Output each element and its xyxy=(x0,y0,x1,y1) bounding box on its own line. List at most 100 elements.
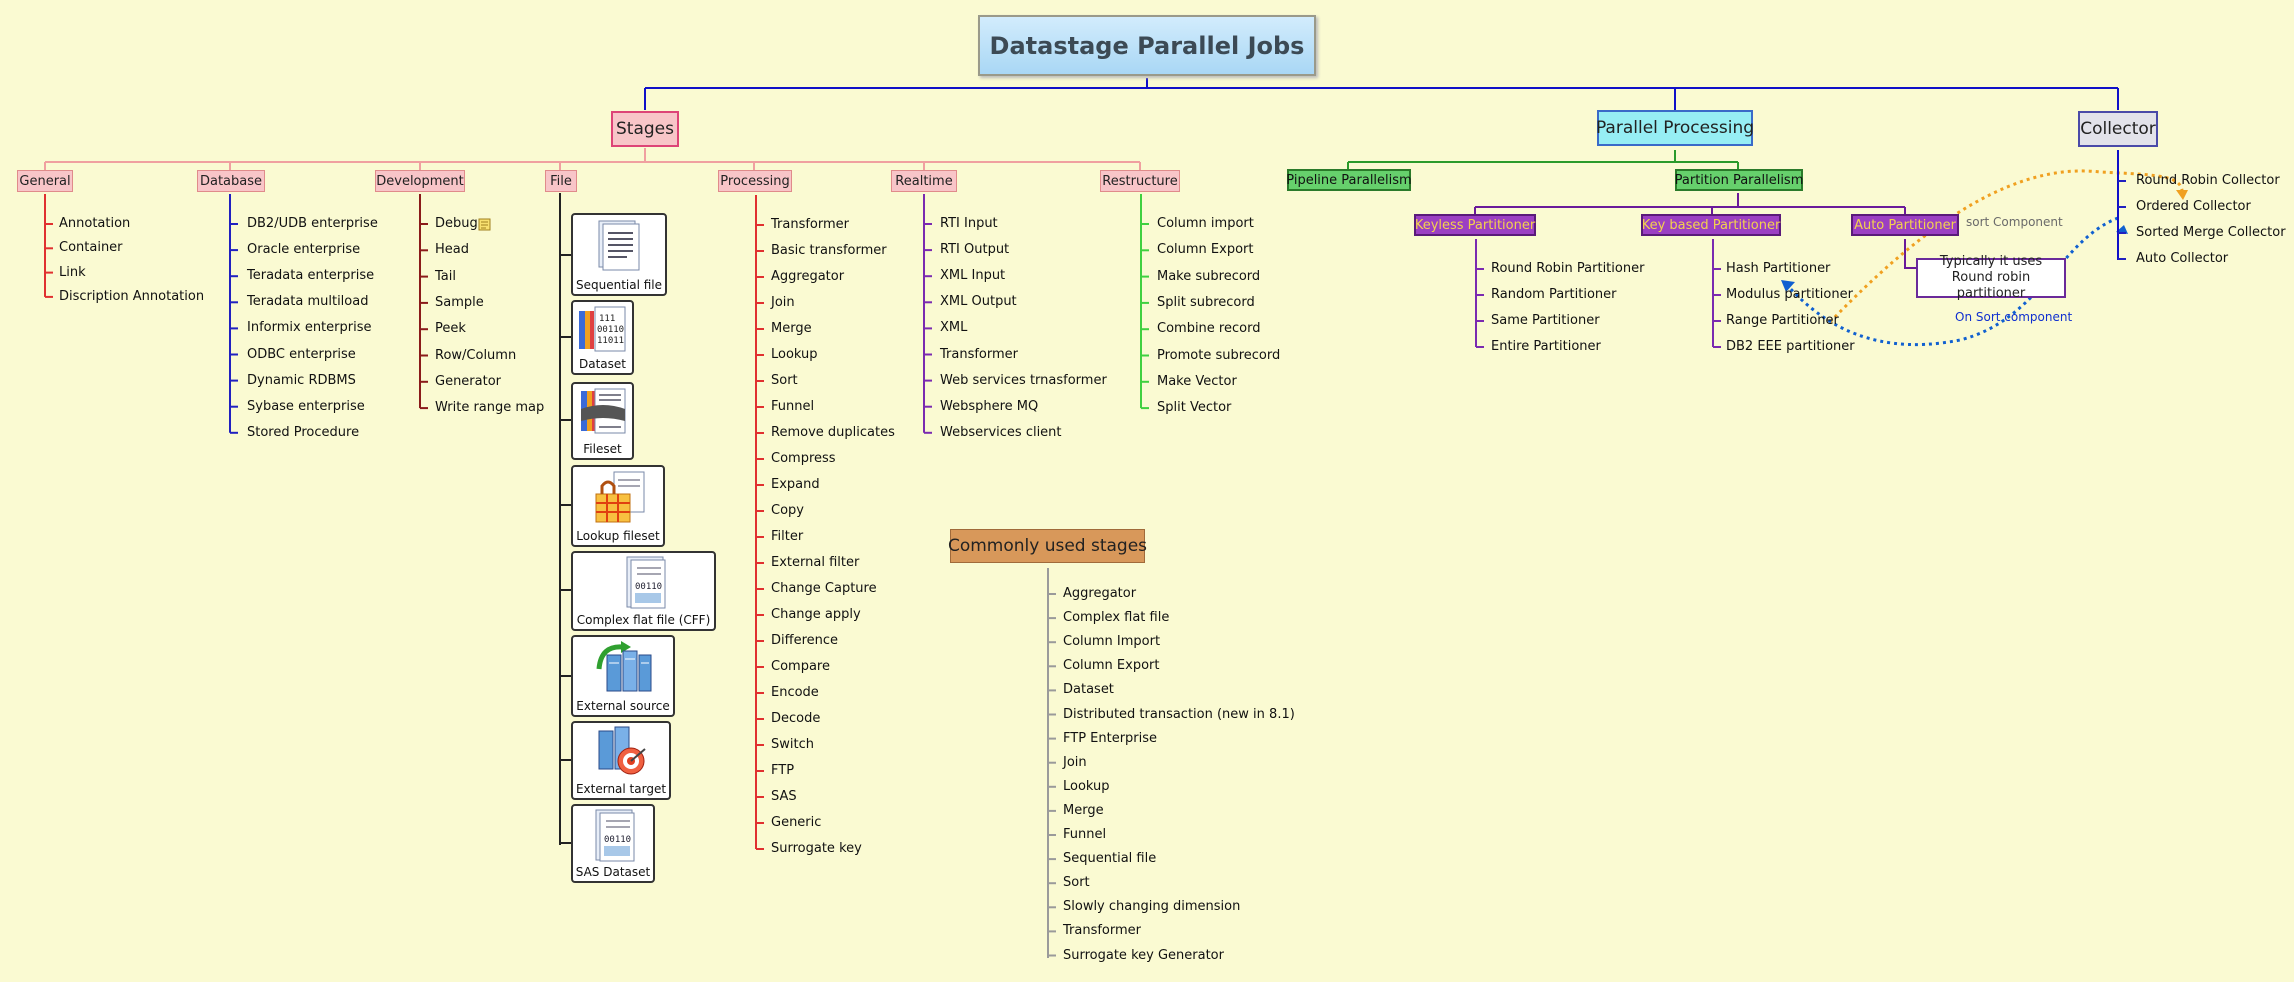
stages-node[interactable]: Stages xyxy=(611,111,679,147)
processing-item[interactable]: Funnel xyxy=(771,399,815,414)
category-database[interactable]: Database xyxy=(197,170,265,192)
database-item[interactable]: Stored Procedure xyxy=(247,424,360,440)
processing-item[interactable]: SAS xyxy=(771,789,797,804)
realtime-item[interactable]: XML Output xyxy=(940,294,1017,310)
file-tile-dataset[interactable]: 111 00110 11011 Dataset xyxy=(571,300,634,375)
common-item[interactable]: Slowly changing dimension xyxy=(1063,899,1241,915)
development-item[interactable]: Row/Column xyxy=(435,347,517,363)
category-file[interactable]: File xyxy=(545,170,577,192)
file-tile-cff[interactable]: 00110 Complex flat file (CFF) xyxy=(571,551,716,631)
realtime-item[interactable]: Web services trnasformer xyxy=(940,372,1107,388)
realtime-item[interactable]: RTI Output xyxy=(940,242,1010,258)
file-tile-lookup-fileset[interactable]: Lookup fileset xyxy=(571,465,665,547)
development-item[interactable]: Peek xyxy=(435,321,466,337)
keyless-partitioner-node[interactable]: Keyless Partitioner xyxy=(1414,214,1536,236)
processing-item[interactable]: Copy xyxy=(771,503,804,518)
common-item[interactable]: Column Import xyxy=(1063,634,1161,650)
common-item[interactable]: Transformer xyxy=(1063,923,1142,939)
processing-item[interactable]: Surrogate key xyxy=(771,841,862,856)
realtime-item[interactable]: XML Input xyxy=(940,268,1006,284)
commonly-used-node[interactable]: Commonly used stages xyxy=(948,529,1147,563)
processing-item[interactable]: Aggregator xyxy=(771,269,845,284)
development-item[interactable]: Write range map xyxy=(435,400,545,416)
restructure-item[interactable]: Split subrecord xyxy=(1157,294,1255,310)
keybased-item[interactable]: Hash Partitioner xyxy=(1726,261,1831,276)
processing-item[interactable]: Compress xyxy=(771,451,836,466)
keybased-partitioner-node[interactable]: Key based Partitioner xyxy=(1641,214,1781,236)
database-item[interactable]: ODBC enterprise xyxy=(247,346,356,362)
collector-item[interactable]: Round Robin Collector xyxy=(2136,173,2280,188)
restructure-item[interactable]: Column import xyxy=(1157,216,1254,231)
database-item[interactable]: Teradata enterprise xyxy=(247,268,375,284)
common-item[interactable]: Distributed transaction (new in 8.1) xyxy=(1063,706,1295,722)
keybased-item[interactable]: Modulus partitioner xyxy=(1726,287,1853,302)
realtime-item[interactable]: Websphere MQ xyxy=(940,398,1039,414)
processing-item[interactable]: Change Capture xyxy=(771,581,877,596)
processing-item[interactable]: External filter xyxy=(771,555,860,570)
processing-item[interactable]: Decode xyxy=(771,711,821,726)
file-tile-external-source[interactable]: External source xyxy=(571,635,675,717)
collector-item[interactable]: Ordered Collector xyxy=(2136,199,2251,214)
processing-item[interactable]: Switch xyxy=(771,737,814,752)
common-item[interactable]: Surrogate key Generator xyxy=(1063,947,1224,963)
general-item[interactable]: Container xyxy=(59,240,123,256)
file-tile-sequential[interactable]: Sequential file xyxy=(571,213,667,296)
processing-item[interactable]: Encode xyxy=(771,685,819,700)
common-item[interactable]: FTP Enterprise xyxy=(1063,730,1158,746)
common-item[interactable]: Lookup xyxy=(1063,778,1110,794)
restructure-item[interactable]: Combine record xyxy=(1157,321,1261,337)
collector-node[interactable]: Collector xyxy=(2078,111,2158,147)
common-item[interactable]: Merge xyxy=(1063,802,1104,818)
processing-item[interactable]: Lookup xyxy=(771,347,818,362)
common-item[interactable]: Sort xyxy=(1063,875,1090,891)
file-tile-sas-dataset[interactable]: 00110 SAS Dataset xyxy=(571,804,655,883)
realtime-item[interactable]: RTI Input xyxy=(940,216,998,231)
common-item[interactable]: Aggregator xyxy=(1063,586,1137,601)
general-item[interactable]: Link xyxy=(59,264,86,280)
category-processing[interactable]: Processing xyxy=(718,170,792,192)
keybased-item[interactable]: DB2 EEE partitioner xyxy=(1726,339,1855,354)
realtime-item[interactable]: XML xyxy=(940,320,968,336)
database-item[interactable]: Sybase enterprise xyxy=(247,398,365,414)
collector-item[interactable]: Sorted Merge Collector xyxy=(2136,225,2286,240)
keyless-item[interactable]: Random Partitioner xyxy=(1491,287,1617,302)
restructure-item[interactable]: Make subrecord xyxy=(1157,268,1261,284)
restructure-item[interactable]: Split Vector xyxy=(1157,400,1232,416)
processing-item[interactable]: Join xyxy=(771,295,795,310)
category-restructure[interactable]: Restructure xyxy=(1100,170,1180,192)
keyless-item[interactable]: Round Robin Partitioner xyxy=(1491,261,1645,276)
common-item[interactable]: Join xyxy=(1063,754,1087,770)
database-item[interactable]: Oracle enterprise xyxy=(247,242,361,258)
database-item[interactable]: Dynamic RDBMS xyxy=(247,372,356,388)
common-item[interactable]: Dataset xyxy=(1063,682,1114,698)
restructure-item[interactable]: Column Export xyxy=(1157,242,1254,258)
common-item[interactable]: Complex flat file xyxy=(1063,610,1170,626)
development-item[interactable]: Debug xyxy=(435,216,478,231)
development-item[interactable]: Generator xyxy=(435,373,502,389)
root-node[interactable]: Datastage Parallel Jobs xyxy=(978,15,1316,76)
database-item[interactable]: Informix enterprise xyxy=(247,320,372,336)
development-item[interactable]: Head xyxy=(435,242,469,258)
processing-item[interactable]: FTP xyxy=(771,763,795,778)
category-general[interactable]: General xyxy=(17,170,73,192)
processing-item[interactable]: Sort xyxy=(771,373,798,388)
restructure-item[interactable]: Promote subrecord xyxy=(1157,347,1281,363)
partition-parallelism-node[interactable]: Partition Parallelism xyxy=(1675,169,1803,191)
auto-partitioner-node[interactable]: Auto Partitioner xyxy=(1851,214,1959,236)
general-item[interactable]: Annotation xyxy=(59,216,131,231)
pipeline-parallelism-node[interactable]: Pipeline Parallelism xyxy=(1286,169,1412,191)
keyless-item[interactable]: Entire Partitioner xyxy=(1491,339,1601,354)
collector-item[interactable]: Auto Collector xyxy=(2136,251,2229,266)
processing-item[interactable]: Merge xyxy=(771,321,812,336)
category-development[interactable]: Development xyxy=(375,170,465,192)
development-item[interactable]: Sample xyxy=(435,294,484,310)
processing-item[interactable]: Transformer xyxy=(771,217,850,232)
common-item[interactable]: Funnel xyxy=(1063,827,1107,842)
category-realtime[interactable]: Realtime xyxy=(891,170,957,192)
realtime-item[interactable]: Webservices client xyxy=(940,424,1062,440)
common-item[interactable]: Column Export xyxy=(1063,658,1160,674)
file-tile-fileset[interactable]: Fileset xyxy=(571,382,634,460)
restructure-item[interactable]: Make Vector xyxy=(1157,373,1237,389)
development-item[interactable]: Tail xyxy=(435,268,456,284)
parallel-processing-node[interactable]: Parallel Processing xyxy=(1596,110,1754,146)
